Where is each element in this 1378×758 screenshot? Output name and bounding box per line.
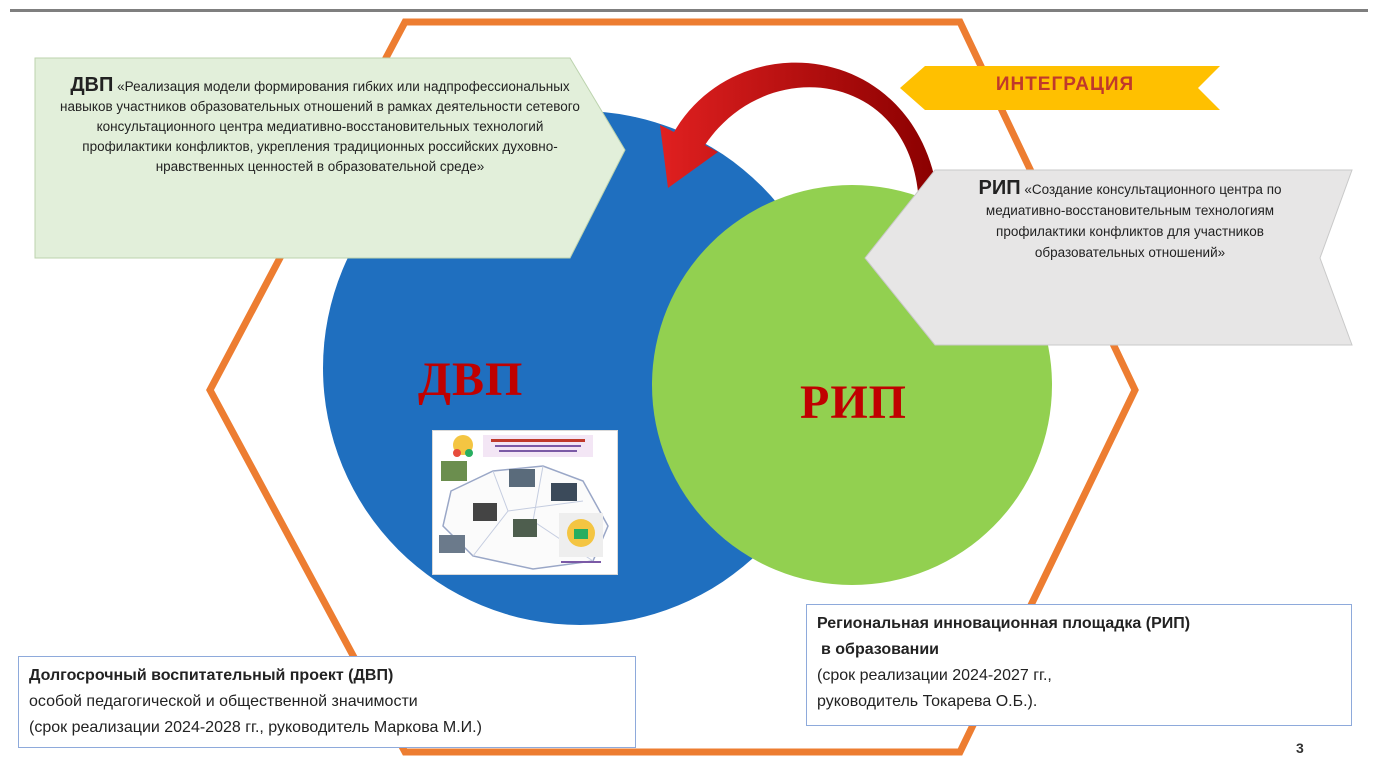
dvp-info-term: (срок реализации 2024-2028 гг., руководи… xyxy=(29,719,482,736)
dvp-info-box: Долгосрочный воспитательный проект (ДВП)… xyxy=(18,656,636,748)
hexagon-outline xyxy=(206,18,1139,756)
dvp-info-title: Долгосрочный воспитательный проект (ДВП) xyxy=(29,667,394,684)
rip-info-subtitle: в образовании xyxy=(821,641,939,658)
rip-info-leader: руководитель Токарева О.Б.). xyxy=(817,693,1038,710)
top-rule xyxy=(10,9,1368,12)
integration-banner-shape xyxy=(900,66,1220,110)
rip-callout: РИП «Создание консультационного центра п… xyxy=(960,178,1300,328)
project-map-thumbnail xyxy=(432,430,618,575)
dvp-callout-acronym: ДВП xyxy=(70,74,114,96)
dvp-circle-label: ДВП xyxy=(418,353,524,406)
integration-arrow xyxy=(660,62,934,193)
rip-callout-acronym: РИП xyxy=(978,177,1021,199)
map-thumbnail-image xyxy=(439,435,609,570)
dvp-callout-text: «Реализация модели формирования гибких и… xyxy=(60,79,580,174)
rip-callout-shape xyxy=(864,169,1353,346)
rip-info-box: Региональная инновационная площадка (РИП… xyxy=(806,604,1352,726)
dvp-info-subtitle: особой педагогической и общественной зна… xyxy=(29,693,418,710)
rip-circle-label: РИП xyxy=(800,376,907,429)
rip-info-title: Региональная инновационная площадка (РИП… xyxy=(817,615,1191,632)
rip-info-term: (срок реализации 2024-2027 гг., xyxy=(817,667,1052,684)
dvp-callout: ДВП «Реализация модели формирования гибк… xyxy=(60,75,580,240)
rip-callout-text: «Создание консультационного центра по ме… xyxy=(985,182,1282,260)
page-number: 3 xyxy=(1296,740,1304,756)
integration-label: ИНТЕГРАЦИЯ xyxy=(995,74,1135,95)
dvp-callout-shape xyxy=(34,57,626,259)
